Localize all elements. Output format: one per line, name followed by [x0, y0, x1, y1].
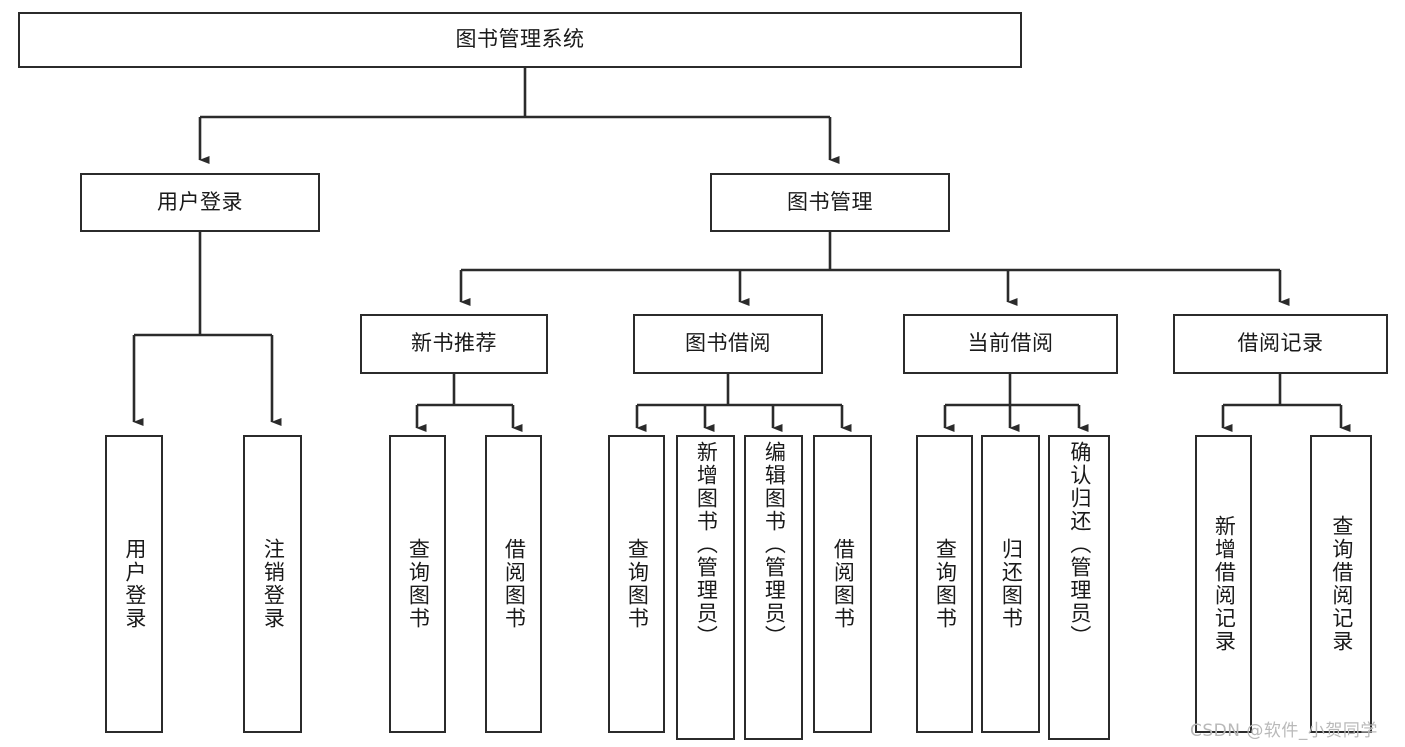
node-borrow-record-label: 借阅记录 [1237, 331, 1324, 356]
node-root[interactable]: 图书管理系统 [18, 12, 1022, 68]
node-user-login-label: 用户登录 [157, 189, 243, 214]
leaf-add-book-admin-label: 新增图书（管理员） [694, 441, 719, 648]
leaf-borrow-book-label: 借阅图书 [831, 538, 856, 630]
leaf-logout-label: 注销登录 [261, 538, 286, 630]
leaf-confirm-return-admin[interactable]: 确认归还（管理员） [1048, 435, 1110, 740]
leaf-return-book-label: 归还图书 [999, 538, 1024, 630]
leaf-user-login-label: 用户登录 [122, 538, 147, 630]
leaf-edit-book-admin-label: 编辑图书（管理员） [762, 441, 787, 648]
leaf-query-book-current-label: 查询图书 [933, 538, 958, 630]
node-root-label: 图书管理系统 [455, 27, 585, 52]
node-book-management[interactable]: 图书管理 [710, 173, 950, 232]
leaf-borrow-book-rec[interactable]: 借阅图书 [485, 435, 542, 733]
leaf-borrow-book-rec-label: 借阅图书 [502, 538, 527, 630]
watermark: CSDN @软件_小贺同学 [1190, 721, 1378, 741]
leaf-add-borrow-record[interactable]: 新增借阅记录 [1195, 435, 1252, 733]
leaf-confirm-return-admin-label: 确认归还（管理员） [1067, 441, 1092, 648]
node-current-borrow[interactable]: 当前借阅 [903, 314, 1118, 374]
leaf-query-book-rec-label: 查询图书 [406, 538, 431, 630]
leaf-query-book-rec[interactable]: 查询图书 [389, 435, 446, 733]
leaf-query-borrow-record-label: 查询借阅记录 [1329, 515, 1354, 653]
leaf-query-book-current[interactable]: 查询图书 [916, 435, 973, 733]
node-borrow-record[interactable]: 借阅记录 [1173, 314, 1388, 374]
leaf-logout[interactable]: 注销登录 [243, 435, 302, 733]
node-book-borrow[interactable]: 图书借阅 [633, 314, 823, 374]
leaf-borrow-book[interactable]: 借阅图书 [813, 435, 872, 733]
node-current-borrow-label: 当前借阅 [967, 331, 1054, 356]
leaf-add-book-admin[interactable]: 新增图书（管理员） [676, 435, 735, 740]
leaf-query-borrow-record[interactable]: 查询借阅记录 [1310, 435, 1372, 733]
node-book-borrow-label: 图书借阅 [685, 331, 771, 356]
leaf-user-login[interactable]: 用户登录 [105, 435, 163, 733]
leaf-query-book-borrow[interactable]: 查询图书 [608, 435, 665, 733]
leaf-query-book-borrow-label: 查询图书 [625, 538, 650, 630]
node-new-book-recommend[interactable]: 新书推荐 [360, 314, 548, 374]
node-new-book-recommend-label: 新书推荐 [411, 331, 497, 356]
node-user-login[interactable]: 用户登录 [80, 173, 320, 232]
leaf-return-book[interactable]: 归还图书 [981, 435, 1040, 733]
leaf-add-borrow-record-label: 新增借阅记录 [1212, 515, 1237, 653]
node-book-management-label: 图书管理 [787, 189, 873, 214]
leaf-edit-book-admin[interactable]: 编辑图书（管理员） [744, 435, 803, 740]
